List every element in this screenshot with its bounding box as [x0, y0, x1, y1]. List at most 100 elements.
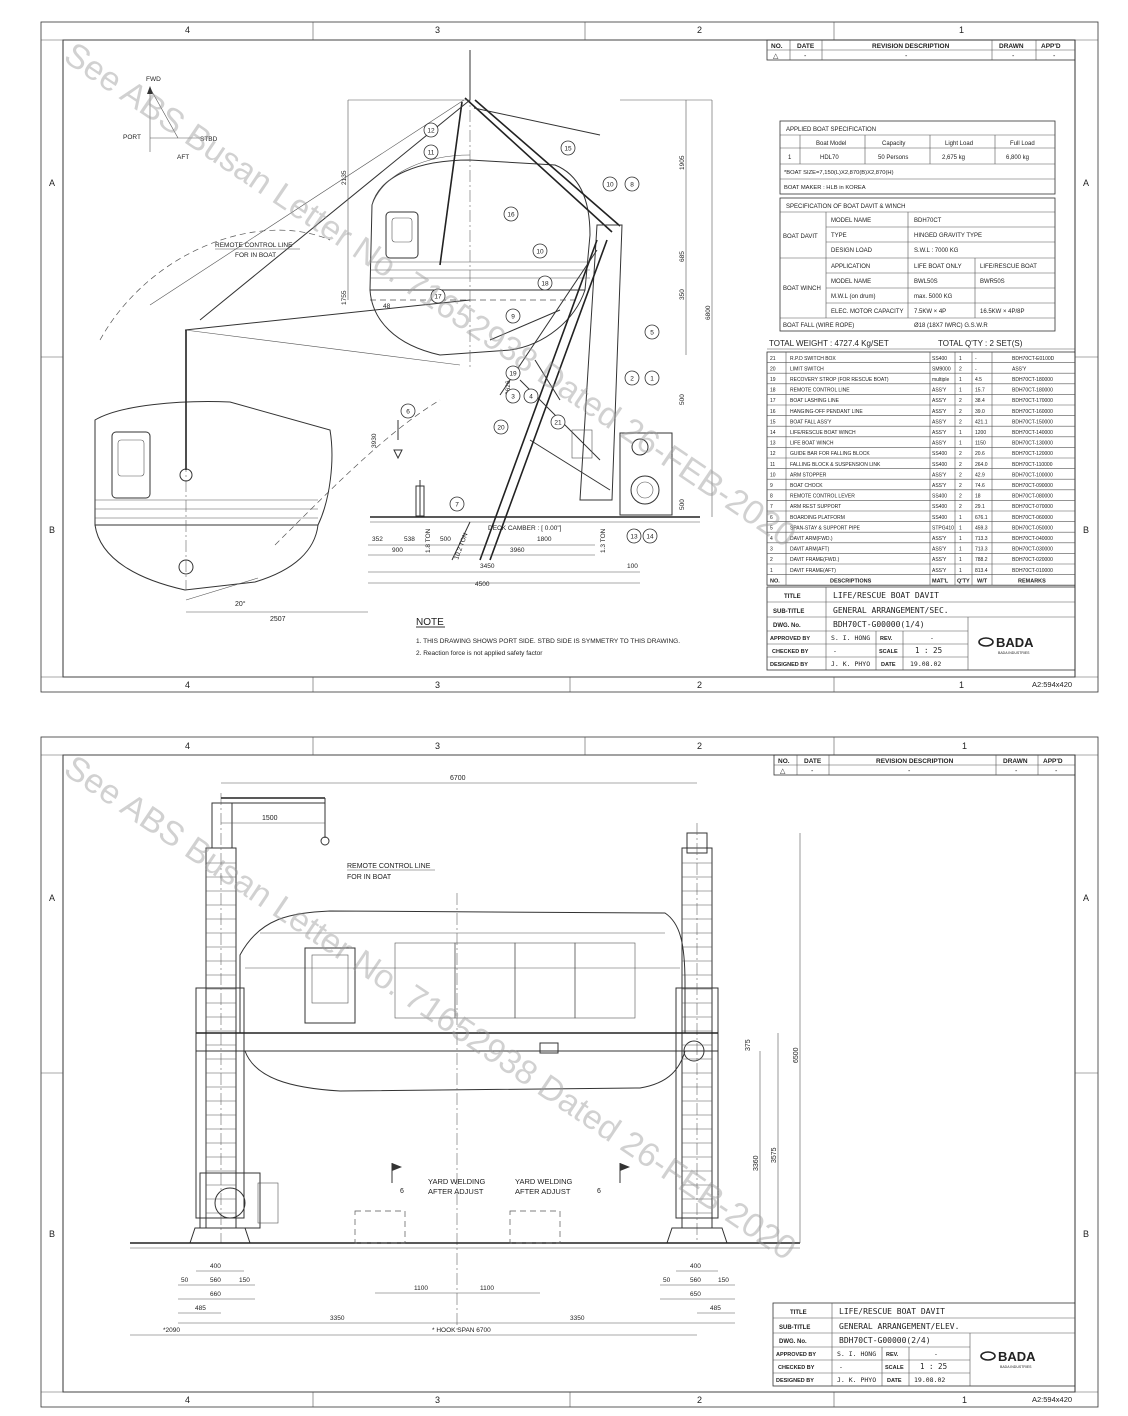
- svg-text:DATE: DATE: [887, 1378, 902, 1384]
- sheet-1-canvas: 4 3 2 1 4 3 2 1 A B A B NO. DATE REVISIO…: [40, 21, 1099, 693]
- bom-cell: DAVIT ARM(AFT): [790, 547, 830, 553]
- zone-top-4: 4: [185, 25, 190, 35]
- zone-top-2: 2: [697, 25, 702, 35]
- bom-cell: -: [975, 356, 977, 362]
- bom-cell: multiple: [932, 377, 949, 383]
- bom-cell: 9: [770, 483, 773, 489]
- s2-zone-top-2: 2: [697, 741, 702, 751]
- svg-text:BADA INDUSTRIES: BADA INDUSTRIES: [998, 651, 1030, 655]
- zone-bot-4: 4: [185, 680, 190, 690]
- tb2-subtitle: GENERAL ARRANGEMENT/ELEV.: [839, 1322, 959, 1331]
- svg-text:S. I. HONG: S. I. HONG: [837, 1350, 876, 1358]
- svg-text:3350: 3350: [570, 1315, 585, 1322]
- bom-cell: 713.3: [975, 536, 988, 542]
- bom-cell: REMOTE CONTROL LEVER: [790, 494, 855, 500]
- bom-cell: 676.1: [975, 515, 988, 521]
- svg-text:MODEL NAME: MODEL NAME: [831, 279, 871, 285]
- bom-cell: 1: [959, 441, 962, 447]
- bom-cell: SS400: [932, 356, 947, 362]
- svg-text:FWD: FWD: [146, 76, 161, 83]
- bom-cell: 7: [770, 504, 773, 510]
- bom-cell: FALLING BLOCK & SUSPENSION LINK: [790, 462, 881, 468]
- dws-title: SPECIFICATION OF BOAT DAVIT & WINCH: [786, 204, 905, 210]
- bom-cell: BDH70CT-170000: [1012, 398, 1053, 404]
- bom-cell: 1: [959, 536, 962, 542]
- svg-text:17: 17: [434, 294, 442, 301]
- bom-cell: 2: [959, 494, 962, 500]
- s2-zone-right-b: B: [1083, 1229, 1089, 1239]
- s2-zone-top-3: 3: [435, 741, 440, 751]
- bom-cell: -: [975, 366, 977, 372]
- bom-cell: 2: [959, 419, 962, 425]
- svg-text:max. 5000 KG: max. 5000 KG: [914, 294, 953, 300]
- item-balloon: 14: [642, 528, 658, 544]
- bom-cell: BOAT FALL ASS'Y: [790, 419, 832, 425]
- svg-text:1100: 1100: [414, 1285, 428, 1292]
- bom-cell: 3: [770, 547, 773, 553]
- bom-cell: 4.5: [975, 377, 982, 383]
- bom-cell: 2: [959, 398, 962, 404]
- yard-welding-right: YARD WELDING: [515, 1177, 573, 1186]
- bom-cell: ASS'Y: [932, 557, 947, 563]
- s2-zone-bot-4: 4: [185, 1395, 190, 1405]
- svg-text:J. K. PHYO: J. K. PHYO: [837, 1376, 876, 1384]
- svg-text:12: 12: [427, 128, 435, 135]
- svg-text:560: 560: [690, 1277, 701, 1284]
- bom-cell: SS400: [932, 504, 947, 510]
- tb1-scale: 1 : 25: [915, 646, 942, 655]
- item-balloon: 5: [644, 324, 660, 340]
- bom-cell: REMOTE CONTROL LINE: [790, 388, 850, 394]
- svg-text:LIFE BOAT ONLY: LIFE BOAT ONLY: [914, 264, 962, 270]
- bom-cell: 1150: [975, 441, 986, 447]
- bom-cell: 20.6: [975, 451, 985, 457]
- svg-text:AFTER ADJUST: AFTER ADJUST: [428, 1187, 484, 1196]
- bom-cell: BDH70CT-020000: [1012, 557, 1053, 563]
- svg-text:DESIGNED BY: DESIGNED BY: [776, 1378, 814, 1384]
- svg-text:900: 900: [392, 547, 403, 554]
- bom-cell: 14: [770, 430, 776, 436]
- bom-cell: 1200: [975, 430, 986, 436]
- svg-text:STBD: STBD: [200, 136, 218, 143]
- svg-text:DATE: DATE: [881, 662, 896, 668]
- svg-text:500: 500: [440, 536, 451, 543]
- s2-zone-top-1: 1: [962, 741, 967, 751]
- svg-text:685: 685: [679, 251, 686, 262]
- bom-cell: 8: [770, 494, 773, 500]
- bom-cell: SS400: [932, 451, 947, 457]
- bom-cell: BOARDING PLATFORM: [790, 515, 845, 521]
- bom-cell: 1: [959, 430, 962, 436]
- bom-cell: 713.3: [975, 547, 988, 553]
- bada-logo-icon: [978, 637, 994, 647]
- svg-text:100: 100: [627, 563, 638, 570]
- svg-text:16.5KW × 4P/8P: 16.5KW × 4P/8P: [980, 309, 1025, 315]
- svg-text:11: 11: [428, 150, 435, 157]
- svg-text:TYPE: TYPE: [831, 233, 847, 239]
- svg-text:DWG. No.: DWG. No.: [779, 1339, 807, 1345]
- bom-cell: BOAT CHOCK: [790, 483, 823, 489]
- bom-cell: ASS'Y: [932, 472, 947, 478]
- bom-cell: BDH70CT-040000: [1012, 536, 1053, 542]
- svg-text:560: 560: [210, 1277, 221, 1284]
- abs-r-no: 1: [788, 155, 792, 161]
- svg-text:3350: 3350: [330, 1315, 345, 1322]
- bom-cell: ARM REST SUPPORT: [790, 504, 841, 510]
- svg-text:16: 16: [507, 212, 515, 219]
- bada-logo-icon-2: [980, 1351, 996, 1361]
- svg-text:5: 5: [650, 330, 654, 337]
- item-balloon: 1: [644, 370, 660, 386]
- svg-text:2: 2: [630, 376, 634, 383]
- svg-text:PORT: PORT: [123, 134, 141, 141]
- zone-bot-1: 1: [959, 680, 964, 690]
- rev-h-date: DATE: [797, 43, 815, 50]
- propeller-icon: [178, 559, 194, 575]
- rev-h-appd: APP'D: [1041, 43, 1061, 50]
- bom-cell: BDH70CT-120000: [1012, 451, 1053, 457]
- item-balloon: 11: [423, 144, 439, 160]
- svg-text:NO.: NO.: [778, 758, 790, 765]
- svg-text:1755: 1755: [341, 290, 348, 305]
- svg-text:20°: 20°: [235, 600, 246, 608]
- bom-cell: 2: [770, 557, 773, 563]
- hook-span: * HOOK SPAN 6700: [432, 1327, 491, 1334]
- total-weight: TOTAL WEIGHT : 4727.4 Kg/SET: [769, 339, 889, 348]
- svg-text:15: 15: [564, 146, 572, 153]
